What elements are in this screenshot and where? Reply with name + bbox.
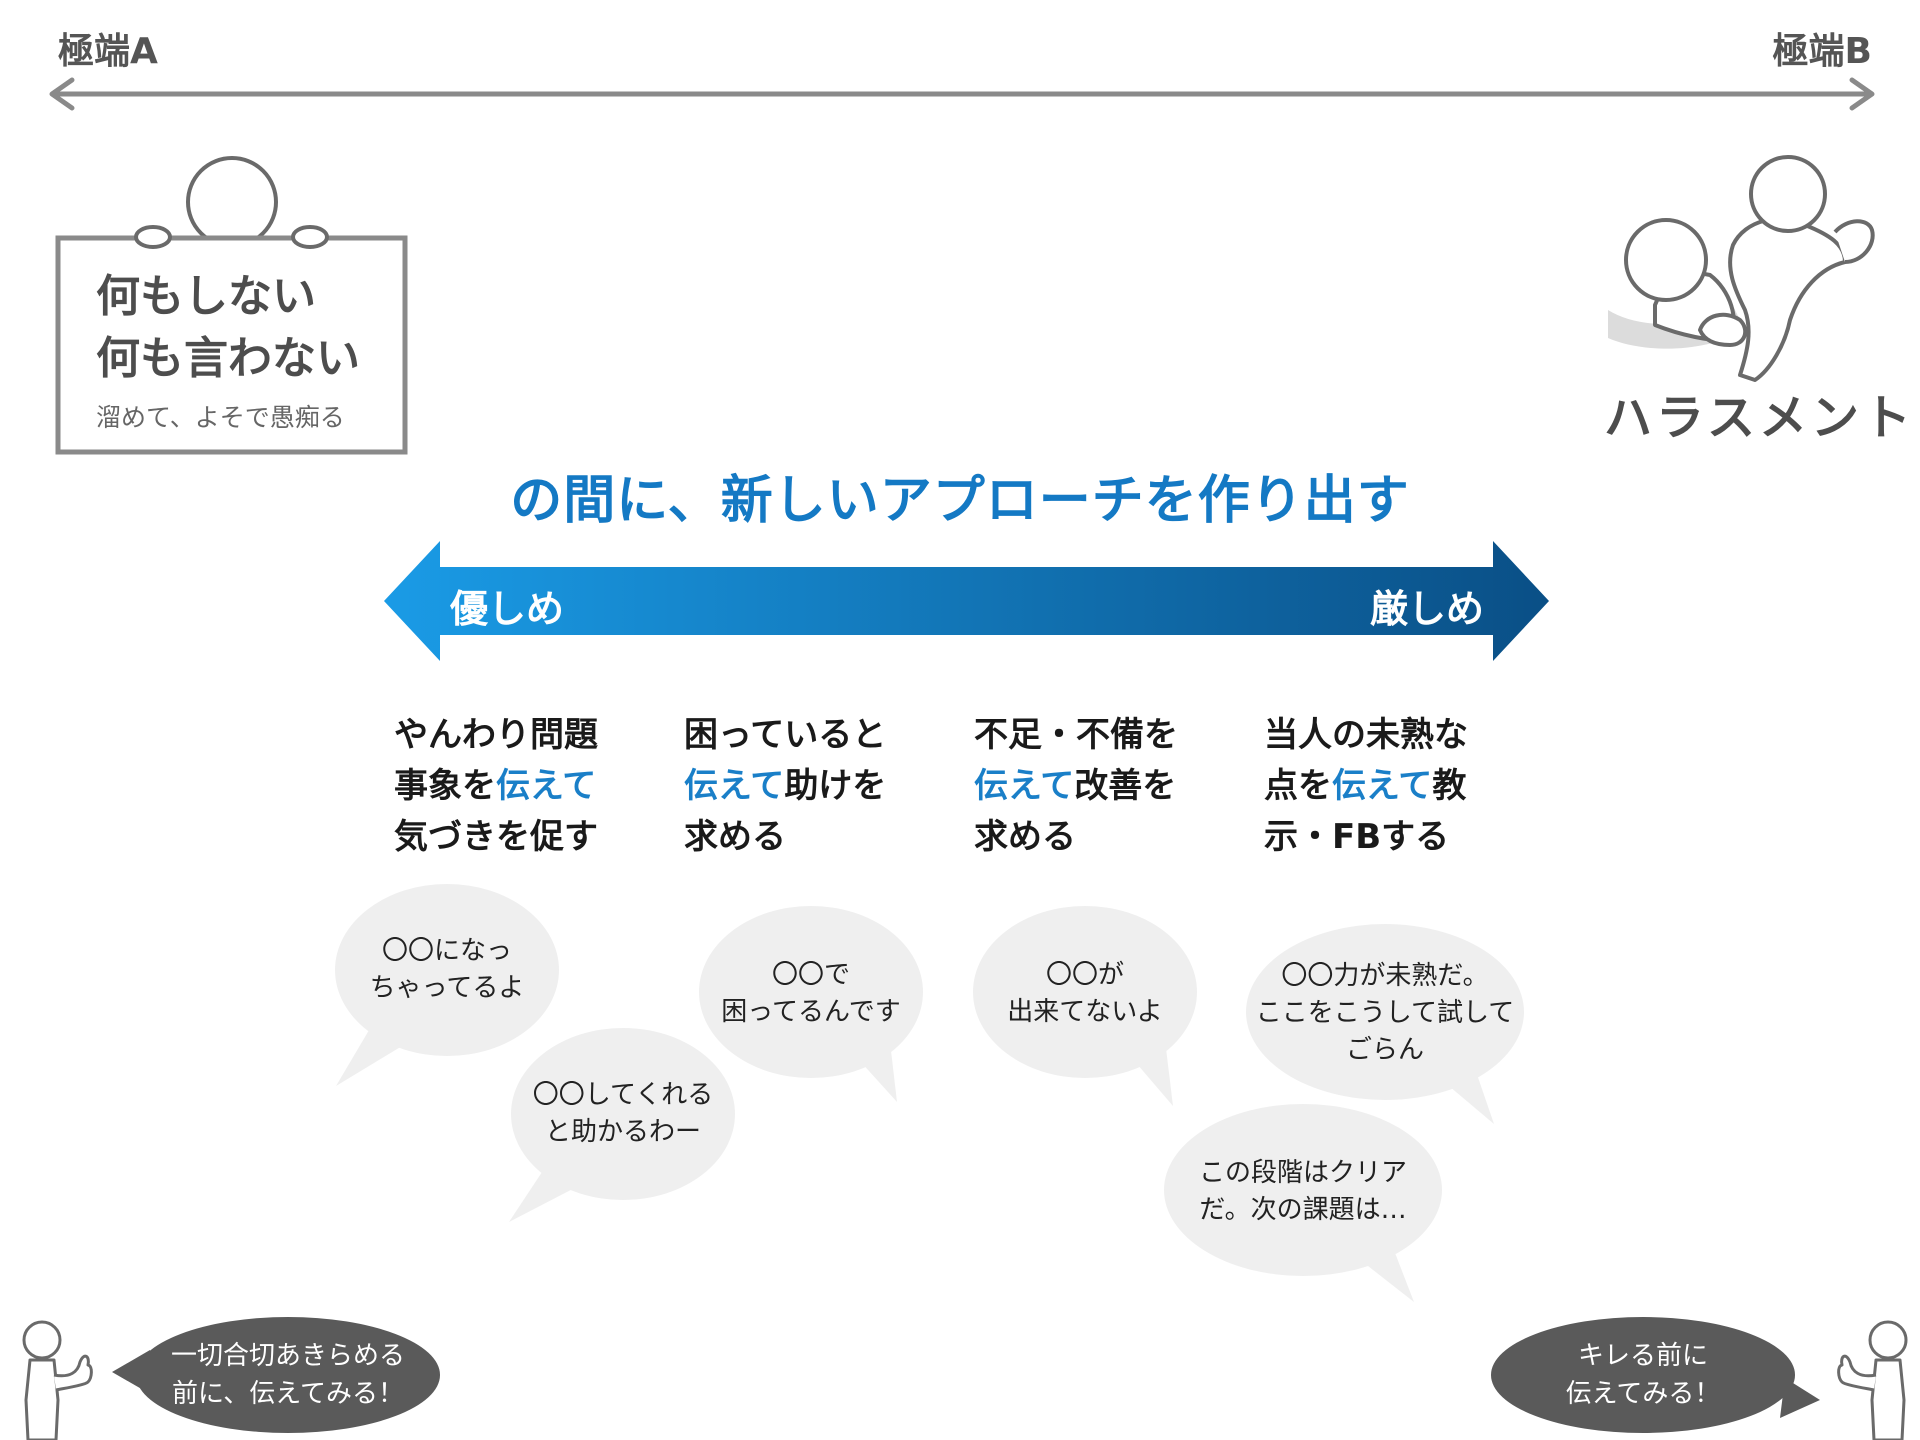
bubble-2-text: 〇〇してくれる と助かるわー <box>532 1080 714 1147</box>
sign-line-1: 何もしない <box>96 271 316 322</box>
bubble-3-text: 〇〇で 困ってるんです <box>721 960 901 1027</box>
bubble-4-text: 〇〇が 出来てないよ <box>1007 960 1163 1027</box>
bubble-1-tail <box>336 1020 412 1086</box>
bubble-6-tail <box>1345 1240 1414 1302</box>
bubble-2 <box>511 1028 735 1200</box>
bubble-5-tail <box>1430 1060 1494 1124</box>
approach-3: 不足・不備を 伝えて改善を 求める <box>974 710 1178 863</box>
left-sign-text: 何もしない 何も言わない 溜めて、よそで愚痴る <box>96 266 360 434</box>
approach-1-line-3: 気づきを促す <box>394 817 598 857</box>
approach-3-line-3: 求める <box>974 817 1076 857</box>
gentle-strict-arrow <box>384 541 1549 661</box>
approach-2: 困っていると 伝えて助けを 求める <box>684 710 886 863</box>
approach-3-line-1: 不足・不備を <box>974 715 1178 755</box>
thumbs-up-person-icon <box>22 1320 93 1440</box>
approach-3-line-2: 伝えて改善を <box>974 766 1177 806</box>
bubble-3 <box>699 906 923 1078</box>
bottom-right-bubble <box>1491 1317 1795 1433</box>
approach-2-line-2: 伝えて助けを <box>684 766 887 806</box>
gentle-label: 優しめ <box>450 587 565 631</box>
bottom-bubbles <box>112 1317 1820 1433</box>
approach-1-line-1: やんわり問題 <box>394 715 598 755</box>
approach-4-line-2: 点を伝えて教 <box>1264 766 1467 806</box>
approach-1-line-2: 事象を伝えて <box>394 766 597 806</box>
strict-label: 厳しめ <box>1370 587 1485 631</box>
bubble-6-text: この段階はクリア だ。次の課題は… <box>1198 1158 1407 1225</box>
approach-4-line-3: 示・FBする <box>1264 817 1450 857</box>
sign-sub: 溜めて、よそで愚痴る <box>96 403 345 432</box>
approach-4-line-1: 当人の未熟な <box>1264 715 1468 755</box>
bubble-2-tail <box>509 1160 590 1222</box>
bubble-5-text: 〇〇力が未熟だ。 ここをこうして試して ごらん <box>1255 961 1515 1065</box>
headline: の間に、新しいアプローチを作り出す <box>510 471 1410 531</box>
bubble-5 <box>1246 924 1524 1100</box>
approach-2-line-1: 困っていると <box>684 715 887 755</box>
sign-line-2: 何も言わない <box>96 333 360 384</box>
extreme-a-label: 極端A <box>58 31 158 72</box>
bubble-4-tail <box>1125 1040 1173 1106</box>
bottom-right-text: キレる前に 伝えてみる！ <box>1565 1341 1721 1409</box>
thumbs-up-person-icon <box>1837 1320 1908 1440</box>
bubble-6 <box>1164 1104 1442 1276</box>
bottom-left-bubble <box>136 1317 440 1433</box>
speech-bubbles <box>335 884 1524 1302</box>
bubble-1 <box>335 884 559 1056</box>
bottom-left-text: 一切合切あきらめる 前に、伝えてみる！ <box>170 1341 405 1409</box>
bubble-4 <box>973 906 1197 1078</box>
extremes-arrow <box>49 77 1875 111</box>
approach-1: やんわり問題 事象を伝えて 気づきを促す <box>394 710 598 863</box>
bubble-1-text: 〇〇になっ ちゃってるよ <box>369 936 525 1003</box>
bubble-3-tail <box>850 1042 897 1102</box>
approach-2-line-3: 求める <box>684 817 786 857</box>
person-holding-sign-icon <box>55 156 408 455</box>
harassment-label: ハラスメント <box>1604 390 1916 446</box>
harassment-figures-icon <box>1608 155 1875 382</box>
extreme-b-label: 極端B <box>1772 31 1872 72</box>
approach-4: 当人の未熟な 点を伝えて教 示・FBする <box>1264 710 1468 863</box>
